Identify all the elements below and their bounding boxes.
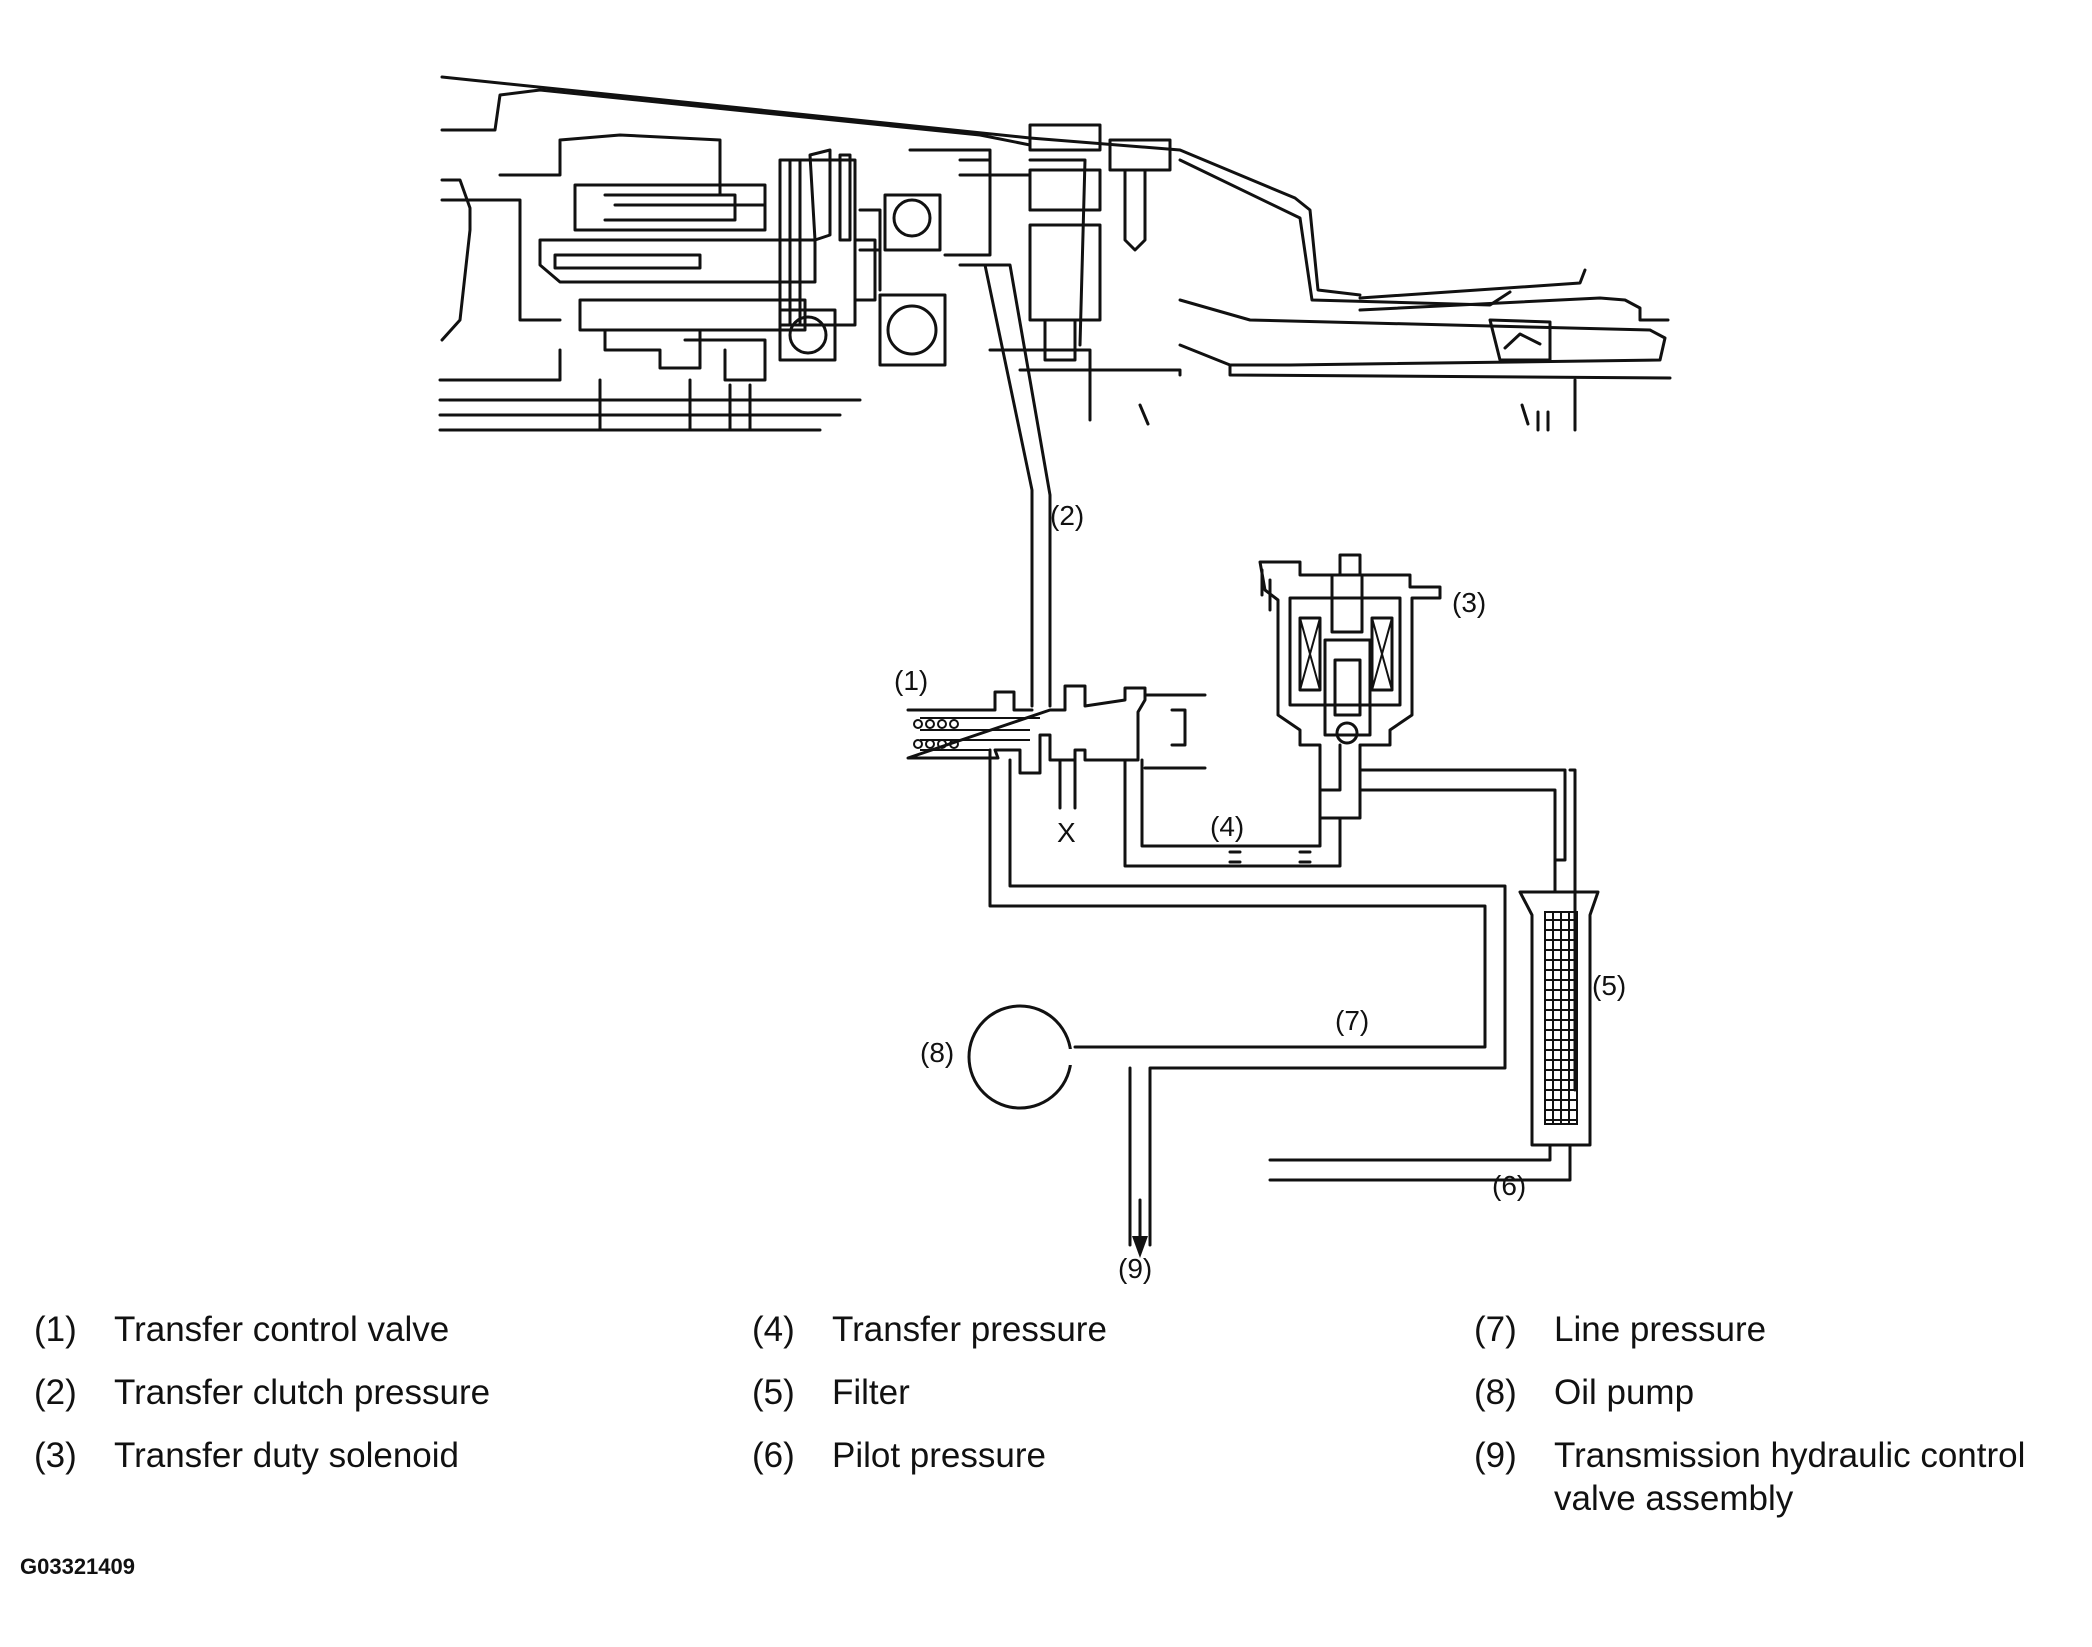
filter [1518,890,1600,1147]
transfer-control-valve [906,684,1207,810]
callout-7: (7) [1335,1005,1369,1036]
transmission-housing [438,75,1672,708]
legend-text: Oil pump [1554,1373,1695,1412]
callouts: (2) (3) (1) (4) X (5) (7) (8) (6) (9) [894,500,1626,1284]
callout-3: (3) [1452,587,1486,618]
figure-id: G03321409 [20,1554,135,1579]
legend-number: (1) [34,1310,77,1349]
legend-text: Transmission hydraulic control valve ass… [1554,1436,2026,1518]
legend-number: (6) [752,1436,795,1475]
legend-number: (5) [752,1373,795,1412]
legend-number: (3) [34,1436,77,1475]
legend-text: Filter [832,1373,910,1412]
callout-5: (5) [1592,970,1626,1001]
transfer-duty-solenoid [1258,553,1442,820]
callout-2: (2) [1050,500,1084,531]
legend-text: Transfer duty solenoid [114,1436,459,1475]
legend-number: (4) [752,1310,795,1349]
legend-text: Line pressure [1554,1310,1767,1349]
legend-number: (2) [34,1373,77,1412]
callout-9: (9) [1118,1253,1152,1284]
drain-x-label: X [1057,817,1076,848]
legend-number: (7) [1474,1310,1517,1349]
legend-text: Transfer pressure [832,1310,1107,1349]
hydraulic-lines [988,748,1577,1258]
callout-8: (8) [920,1037,954,1068]
legend-text: Transfer clutch pressure [114,1373,491,1412]
legend-number: (9) [1474,1436,1517,1475]
legend-text: Pilot pressure [832,1436,1046,1475]
oil-pump [967,1004,1080,1110]
legend-text: Transfer control valve [114,1310,450,1349]
callout-1: (1) [894,665,928,696]
legend-number: (8) [1474,1373,1517,1412]
callout-6: (6) [1492,1170,1526,1201]
callout-4: (4) [1210,811,1244,842]
